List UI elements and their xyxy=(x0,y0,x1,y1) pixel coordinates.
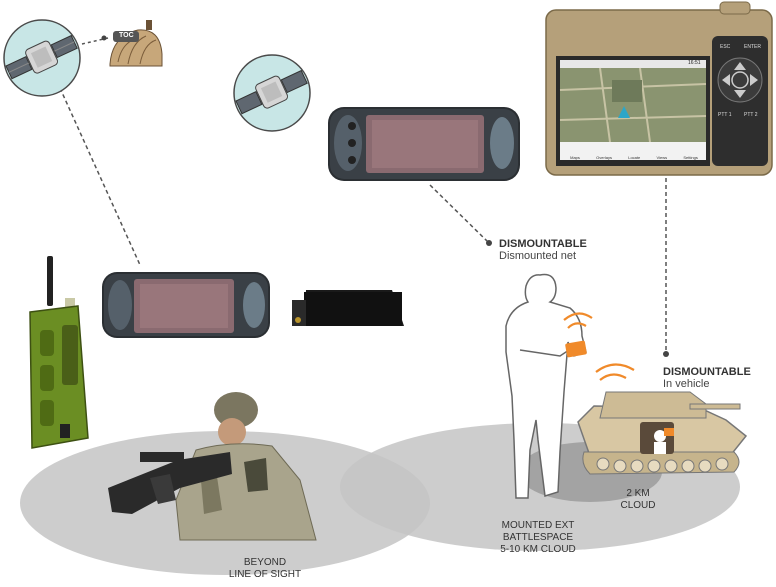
dismountable-title: DISMOUNTABLE xyxy=(663,366,751,378)
caption-line: BATTLESPACE xyxy=(502,532,574,543)
dismounted-soldier-figure xyxy=(505,273,587,499)
app-bar-views[interactable]: Views xyxy=(656,155,668,160)
dismountable-title: DISMOUNTABLE xyxy=(499,238,587,250)
app-bar-maps[interactable]: Maps xyxy=(570,155,580,160)
soldier-photo xyxy=(108,392,317,541)
dismountable-subtitle: Dismounted net xyxy=(499,250,577,262)
caption-line: LINE OF SIGHT xyxy=(228,569,302,580)
app-bar-overlays[interactable]: Overlays xyxy=(596,155,612,160)
tablet-app-bar: Maps Overlays Locate Views Settings xyxy=(562,155,706,160)
cloud-mounted-caption: MOUNTED EXT BATTLESPACE 5-10 KM CLOUD xyxy=(478,520,598,556)
dismountable-dismounted-label: DISMOUNTABLE Dismounted net xyxy=(499,238,587,262)
manpack-radio xyxy=(29,256,89,449)
satellite-icon xyxy=(233,54,311,132)
caption-line: CLOUD xyxy=(620,500,656,511)
caption-line: BEYOND xyxy=(243,557,287,568)
armored-vehicle-figure xyxy=(577,391,748,475)
toc-shelter-icon xyxy=(109,20,163,67)
cloud-2km-caption: 2 KM CLOUD xyxy=(598,488,678,512)
link-satellite-to-radio xyxy=(59,87,141,266)
toc-tag: TOC xyxy=(119,32,134,39)
signal-waves-icon xyxy=(563,312,635,381)
tablet-esc-button[interactable]: ESC xyxy=(720,44,731,50)
satellite-icon xyxy=(3,19,81,97)
dismountable-vehicle-label: DISMOUNTABLE In vehicle xyxy=(663,366,751,390)
handheld-in-hand xyxy=(565,340,587,358)
caption-line: 2 KM xyxy=(626,488,650,499)
tablet-ptt1-button[interactable]: PTT 1 xyxy=(718,112,732,118)
tablet-ptt2-button[interactable]: PTT 2 xyxy=(744,112,758,118)
link-satellite-to-toc xyxy=(81,37,109,45)
app-bar-settings[interactable]: Settings xyxy=(683,155,698,160)
caption-line: 5-10 KM CLOUD xyxy=(500,544,576,555)
cloud-blos-caption: BEYOND LINE OF SIGHT xyxy=(210,557,320,581)
caption-line: MOUNTED EXT xyxy=(501,520,575,531)
radio-module xyxy=(292,290,404,326)
tablet-time: 16:51 xyxy=(688,60,701,66)
tablet-enter-button[interactable]: ENTER xyxy=(744,44,761,50)
link-handheld-to-dismounted xyxy=(429,184,489,243)
dismountable-subtitle: In vehicle xyxy=(663,378,710,390)
rugged-tablet xyxy=(545,1,773,176)
app-bar-locate[interactable]: Locate xyxy=(628,155,641,160)
handheld-device xyxy=(328,107,520,181)
handheld-device xyxy=(102,272,270,338)
